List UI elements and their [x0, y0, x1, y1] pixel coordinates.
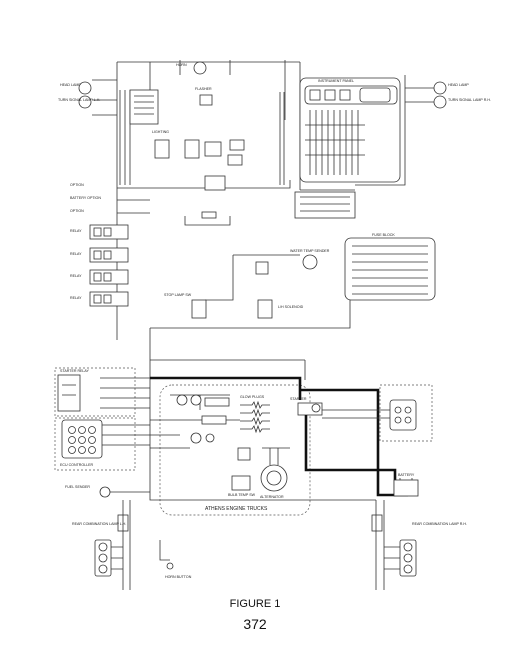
page-number: 372: [243, 616, 267, 632]
lighting-switch-icon: [129, 89, 159, 125]
glow-plugs-label: GLOW PLUGS: [240, 395, 265, 399]
stop-lamp-sw-icon: [191, 299, 207, 319]
relay-1-icon: [89, 224, 129, 240]
horn-icon: [193, 61, 207, 75]
option-label: OPTION: [70, 183, 84, 187]
rear-comb-lamp-lh-label: REAR COMBINATION LAMP L.H.: [72, 522, 126, 526]
battery-icon: [393, 478, 419, 497]
battery-cable-positive: [300, 388, 408, 497]
fuse-block: [344, 237, 436, 301]
starter-relay-icon: [57, 374, 81, 412]
water-temp-sender-icon: [302, 254, 318, 270]
turn-signal-lamp-rh-label: TURN SIGNAL LAMP R.H.: [448, 98, 491, 102]
ecu-controller-icon: [61, 419, 103, 459]
relay-4-icon: [89, 291, 129, 307]
horn-button-label: HORN BUTTON: [165, 575, 192, 579]
battery-cable-negative: [304, 415, 397, 495]
flasher-label: FLASHER: [195, 87, 212, 91]
head-lamp-lh-label: HEAD LAMP: [60, 83, 81, 87]
lighting-label: LIGHTING: [152, 130, 169, 134]
water-temp-sender-label: WATER TEMP SENDER: [290, 249, 330, 253]
relay-label-1: RELAY: [70, 229, 82, 233]
horn-label: HORN: [176, 63, 187, 67]
relay-label-3: RELAY: [70, 274, 82, 278]
starter-label: STARTER: [290, 397, 307, 401]
figure-caption: FIGURE 1: [229, 598, 281, 610]
starter-relay-label: STARTER RELAY: [60, 369, 90, 373]
lh-solenoid-icon: [257, 299, 273, 319]
alternator-label: ALTERNATOR: [260, 495, 284, 499]
relay-label-2: RELAY: [70, 252, 82, 256]
fuse-block-label: FUSE BLOCK: [372, 233, 395, 237]
fuel-sender-label: FUEL SENDER: [65, 485, 90, 489]
bulb-temp-sw-label: BULB TEMP SW: [228, 493, 256, 497]
fuel-sender-icon: [99, 486, 111, 498]
engine-title: ATHENS ENGINE TRUCKS: [205, 506, 268, 512]
relay-3-icon: [89, 269, 129, 285]
relay-label-4: RELAY: [70, 296, 82, 300]
glow-plugs-icon: [240, 400, 270, 434]
turn-signal-lamp-lh-label: TURN SIGNAL LAMP L.H.: [58, 98, 100, 102]
rear-comb-lamp-rh-icon: [371, 514, 417, 577]
battery-label: BATTERY: [398, 473, 415, 477]
head-lamp-rh-icon: [433, 81, 447, 109]
rear-comb-lamp-rh-label: REAR COMBINATION LAMP R.H.: [412, 522, 467, 526]
head-lamp-lh-icon: [78, 81, 92, 109]
flasher-icon: [199, 94, 213, 106]
rear-comb-lamp-lh-icon: [94, 514, 129, 577]
instrument-panel-label: INSTRUMENT PANEL: [318, 79, 354, 83]
head-lamp-rh-label: HEAD LAMP: [448, 83, 469, 87]
instrument-panel: [299, 77, 401, 183]
lh-solenoid-label: L/H SOLENOID: [278, 305, 304, 309]
option-label-2: OPTION: [70, 209, 84, 213]
stop-lamp-sw-label: STOP LAMP SW: [164, 293, 192, 297]
relay-2-icon: [89, 247, 129, 263]
ecu-controller-label: ECU CONTROLLER: [60, 463, 94, 467]
battery-option-label: BATTERY OPTION: [70, 196, 101, 200]
horn-button-icon: [166, 562, 174, 570]
